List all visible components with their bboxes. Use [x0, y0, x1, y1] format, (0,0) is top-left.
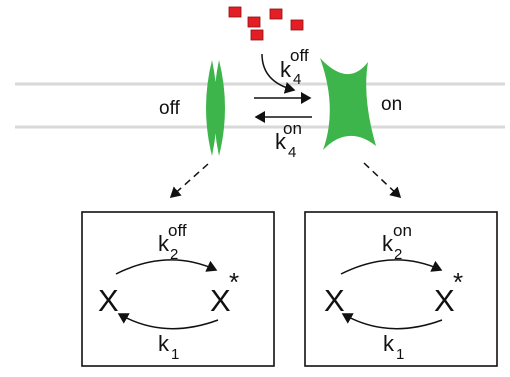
dashed-pointer-off: [169, 163, 209, 198]
rate-k1-left-base: k: [158, 331, 170, 356]
rate-k4-on: k on 4: [275, 119, 302, 161]
rate-k2-on-sup: on: [393, 221, 412, 240]
rate-k4-on-sub: 4: [288, 144, 296, 161]
reaction-box-on: X X * k on 2 k 1: [304, 211, 498, 367]
star-left: *: [229, 267, 239, 297]
rate-k2-off-sub: 2: [170, 246, 178, 263]
rate-k4-off-sub: 4: [293, 71, 301, 88]
reaction-box-on-frame: [304, 211, 498, 367]
species-x-left: X: [98, 283, 119, 318]
ligand: [228, 6, 242, 18]
rate-k2-on-base: k: [382, 231, 394, 256]
ligand: [290, 19, 304, 31]
star-right: *: [453, 267, 463, 297]
rate-k1-right-base: k: [383, 331, 395, 356]
rate-k2-off-base: k: [158, 231, 170, 256]
species-xstar-left: X: [210, 283, 231, 318]
channel-closed-icon: [206, 60, 225, 156]
rate-k4-on-sup: on: [283, 119, 302, 138]
rate-k1-right-sub: 1: [396, 346, 404, 363]
rate-k1-left-sub: 1: [171, 346, 179, 363]
channel-open-icon: [320, 58, 376, 150]
reaction-box-off-frame: [81, 211, 275, 367]
rate-k2-on-sub: 2: [394, 246, 402, 263]
arc-bottom-left: [117, 313, 219, 330]
ligand: [247, 16, 261, 28]
arc-top-right: [340, 259, 443, 275]
state-on-label: on: [381, 94, 402, 115]
species-xstar-right: X: [434, 283, 455, 318]
rate-k4-off-sup: off: [290, 46, 309, 65]
dashed-pointer-on: [363, 162, 402, 199]
rate-k2-off-sup: off: [168, 221, 187, 240]
rate-k4-off-base: k: [280, 57, 292, 82]
arc-bottom-right: [341, 313, 443, 330]
rate-k4-off: k off 4: [280, 46, 309, 88]
ligand: [269, 8, 283, 20]
ligand: [250, 29, 264, 41]
binding-arrow: [261, 53, 296, 94]
state-off-label: off: [159, 98, 181, 119]
ligand-group: [228, 6, 304, 41]
reaction-box-off: X X * k off 2 k 1: [81, 211, 275, 367]
rate-k4-on-base: k: [275, 129, 287, 154]
arc-top-left: [115, 259, 218, 275]
species-x-right: X: [324, 283, 345, 318]
